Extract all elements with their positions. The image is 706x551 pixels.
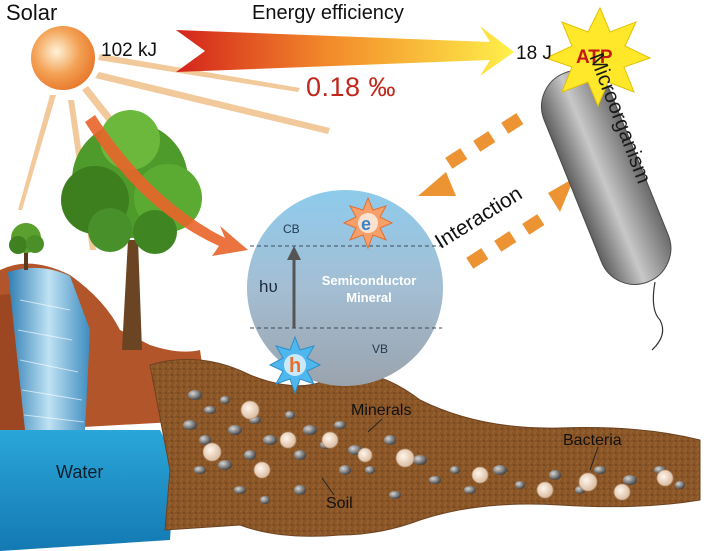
valence-band-label: VB <box>372 342 389 356</box>
leader-lines <box>321 418 599 496</box>
small-tree-icon <box>9 223 44 270</box>
efficiency-value: 0.18 ‰ <box>306 72 397 102</box>
semiconductor-mineral-label: Semiconductor Mineral <box>321 273 417 305</box>
minerals-label: Minerals <box>351 402 412 419</box>
bacteria-cells <box>202 400 674 501</box>
hole-label: h <box>289 355 302 377</box>
waterfall <box>8 267 90 430</box>
soil-label: Soil <box>326 495 353 512</box>
energy-input-value: 102 kJ <box>101 40 157 61</box>
sun-icon <box>31 26 95 90</box>
energy-efficiency-label: Energy efficiency <box>252 2 404 24</box>
photon-energy-label: hυ <box>259 277 278 296</box>
semiconductor-sphere <box>247 190 443 386</box>
bacteria-label: Bacteria <box>563 432 622 449</box>
solar-label: Solar <box>6 0 58 25</box>
atp-star-icon <box>544 6 652 108</box>
conduction-band-label: CB <box>283 222 300 236</box>
light-arrow <box>85 115 248 256</box>
electron-label: e <box>361 214 372 234</box>
mineral-pebbles <box>183 390 685 504</box>
water-label: Water <box>56 462 104 482</box>
efficiency-arrow <box>176 26 514 76</box>
atp-label: ATP <box>576 47 613 68</box>
soil-body <box>149 358 701 537</box>
energy-output-value: 18 J <box>516 43 552 64</box>
water-pool <box>0 430 175 551</box>
interaction-arrows <box>418 113 574 269</box>
microorganism-icon <box>541 70 672 351</box>
